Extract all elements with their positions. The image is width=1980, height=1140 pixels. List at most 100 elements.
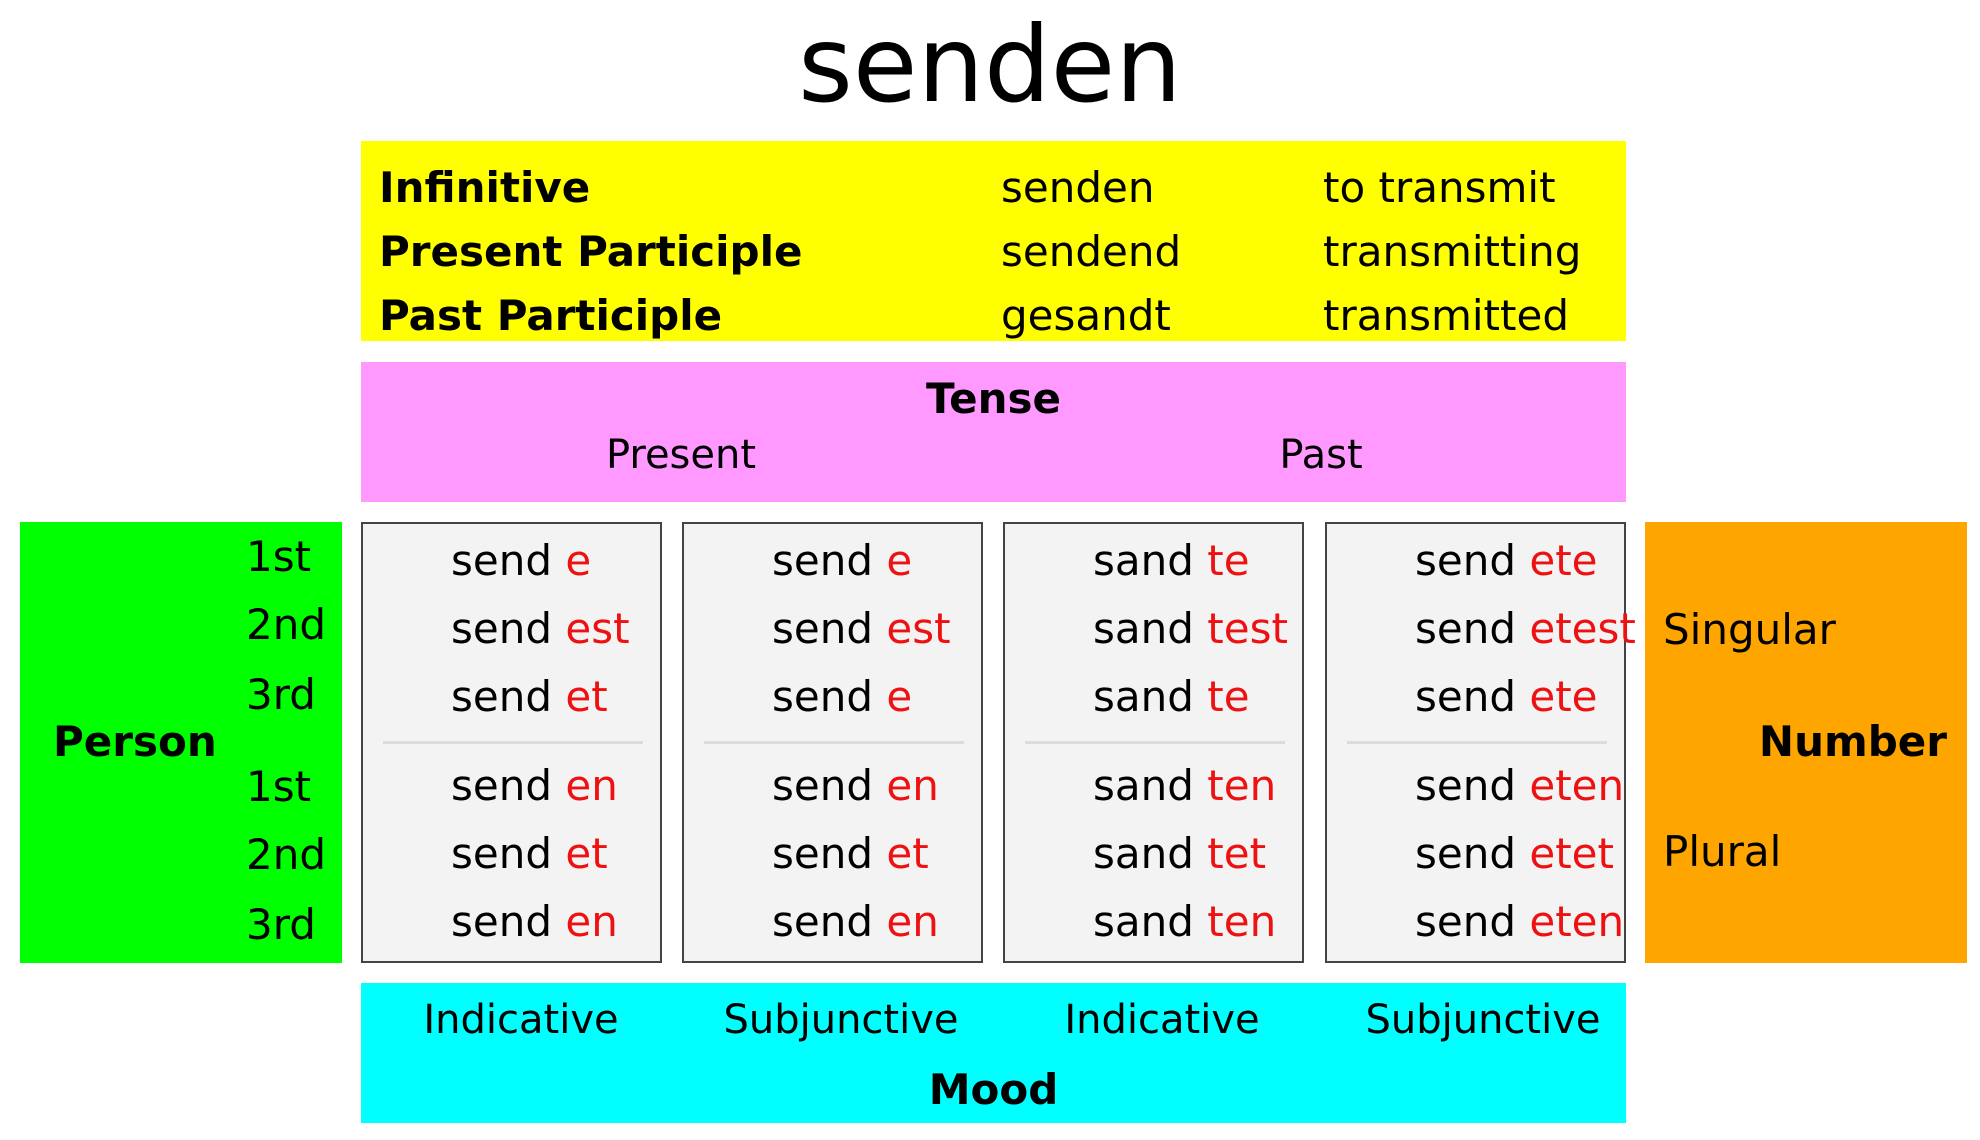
mood-indicative-present: Indicative — [423, 997, 619, 1043]
conjugation-cell: send en — [772, 761, 939, 810]
conjugation-cell: sand ten — [1093, 897, 1276, 946]
conjugation-cell: sand te — [1093, 536, 1250, 585]
verb-stem: send — [1415, 672, 1517, 721]
verb-stem: sand — [1093, 829, 1194, 878]
conjugation-cell: sand tet — [1093, 829, 1266, 878]
verb-stem: send — [451, 897, 553, 946]
conjugation-cell: send e — [451, 536, 591, 585]
plural-label: Plural — [1663, 827, 1782, 876]
singular-plural-divider — [1025, 741, 1285, 744]
verb-stem: send — [451, 761, 553, 810]
mood-box: Indicative Subjunctive Indicative Subjun… — [361, 983, 1626, 1123]
verb-ending: ten — [1207, 761, 1277, 810]
form-label: Past Participle — [379, 291, 723, 340]
verb-ending: e — [886, 672, 913, 721]
mood-subjunctive-past: Subjunctive — [1365, 997, 1601, 1043]
verb-ending: e — [565, 536, 592, 585]
conjugation-cell: sand test — [1093, 604, 1288, 653]
form-german: sendend — [1001, 227, 1182, 276]
conjugation-cell: send est — [451, 604, 630, 653]
verb-stem: sand — [1093, 604, 1194, 653]
verb-stem: send — [1415, 536, 1517, 585]
verb-ending: en — [886, 761, 939, 810]
number-label: Number — [1758, 717, 1947, 766]
verb-stem: sand — [1093, 897, 1194, 946]
verb-ending: tet — [1207, 829, 1267, 878]
verb-ending: ete — [1529, 672, 1598, 721]
form-english: transmitted — [1323, 291, 1569, 340]
verb-stem: send — [1415, 604, 1517, 653]
verb-ending: en — [886, 897, 939, 946]
tense-label: Tense — [926, 374, 1061, 423]
verb-stem: send — [772, 536, 874, 585]
conjugation-cell: sand te — [1093, 672, 1250, 721]
form-row-present-participle: Present Participle sendend transmitting — [361, 220, 1626, 284]
page-title: senden — [798, 4, 1182, 126]
conjugation-cell: send e — [772, 672, 912, 721]
verb-stem: send — [772, 897, 874, 946]
number-box: Singular Number Plural — [1645, 522, 1967, 963]
principal-parts-box: Infinitive senden to transmit Present Pa… — [361, 141, 1626, 341]
conjugation-cell: send etest — [1415, 604, 1636, 653]
verb-ending: te — [1207, 536, 1250, 585]
verb-ending: en — [565, 897, 618, 946]
verb-ending: etet — [1529, 829, 1614, 878]
verb-stem: send — [451, 672, 553, 721]
form-english: to transmit — [1323, 163, 1556, 212]
verb-ending: ete — [1529, 536, 1598, 585]
verb-stem: sand — [1093, 536, 1194, 585]
person-box: Person 1st 2nd 3rd 1st 2nd 3rd — [20, 522, 342, 963]
person-3rd-singular: 3rd — [246, 670, 316, 719]
verb-stem: send — [1415, 829, 1517, 878]
conjugation-cell: send eten — [1415, 897, 1624, 946]
singular-plural-divider — [383, 741, 643, 744]
verb-ending: test — [1207, 604, 1288, 653]
conjugation-cell: sand ten — [1093, 761, 1276, 810]
verb-stem: send — [451, 536, 553, 585]
verb-ending: te — [1207, 672, 1250, 721]
singular-plural-divider — [704, 741, 964, 744]
conjugation-cell: send ete — [1415, 672, 1598, 721]
mood-indicative-past: Indicative — [1064, 997, 1260, 1043]
person-2nd-singular: 2nd — [246, 600, 327, 649]
verb-stem: send — [451, 604, 553, 653]
verb-stem: send — [451, 829, 553, 878]
verb-stem: send — [1415, 897, 1517, 946]
verb-stem: send — [772, 761, 874, 810]
verb-stem: sand — [1093, 672, 1194, 721]
singular-label: Singular — [1663, 605, 1836, 654]
mood-subjunctive-present: Subjunctive — [723, 997, 959, 1043]
person-2nd-plural: 2nd — [246, 830, 327, 879]
form-label: Infinitive — [379, 163, 591, 212]
verb-ending: en — [565, 761, 618, 810]
conjugation-cell: send est — [772, 604, 951, 653]
form-german: senden — [1001, 163, 1155, 212]
conjugation-cell: send ete — [1415, 536, 1598, 585]
verb-stem: send — [772, 829, 874, 878]
verb-ending: et — [886, 829, 929, 878]
verb-ending: eten — [1529, 897, 1625, 946]
person-label: Person — [53, 717, 217, 766]
conjugation-cell: send etet — [1415, 829, 1614, 878]
verb-ending: etest — [1529, 604, 1636, 653]
verb-ending: eten — [1529, 761, 1625, 810]
verb-ending: est — [886, 604, 951, 653]
tense-present-label: Present — [605, 432, 757, 478]
form-label: Present Participle — [379, 227, 803, 276]
verb-stem: send — [1415, 761, 1517, 810]
verb-ending: est — [565, 604, 630, 653]
conjugation-cell: send en — [451, 897, 618, 946]
verb-ending: et — [565, 829, 608, 878]
form-german: gesandt — [1001, 291, 1171, 340]
conjugation-cell: send en — [451, 761, 618, 810]
mood-label: Mood — [928, 1065, 1059, 1114]
tense-past-label: Past — [1279, 432, 1363, 478]
person-1st-plural: 1st — [246, 762, 312, 811]
verb-ending: ten — [1207, 897, 1277, 946]
singular-plural-divider — [1347, 741, 1607, 744]
verb-ending: e — [886, 536, 913, 585]
conjugation-cell: send et — [451, 672, 608, 721]
verb-ending: et — [565, 672, 608, 721]
